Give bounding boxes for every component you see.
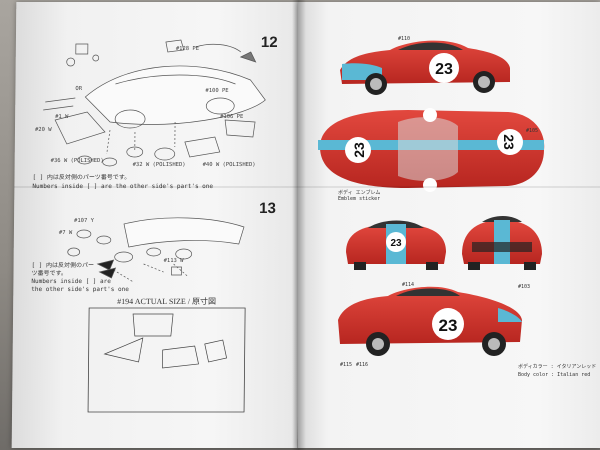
emblem-caption-jp: ボディ エンブレム	[338, 189, 380, 196]
callout-label: #110	[398, 36, 410, 42]
race-number: 23	[351, 142, 367, 158]
exploded-diagram-step-13	[67, 217, 245, 283]
decal-right-page: 23 #110 23 23 #105 ボディ エンブレム Emblem stic…	[298, 2, 600, 448]
livery-views: 23 #110 23 23 #105 ボディ エンブレム Emblem stic…	[318, 36, 596, 378]
page-fold-crease	[14, 186, 600, 188]
instruction-left-page: 12 13 #128 PE	[11, 2, 303, 448]
car-side-view-top: 23	[340, 40, 510, 95]
car-rear-view	[462, 216, 542, 270]
car-side-view-bottom: 23	[338, 286, 522, 356]
race-number: 23	[435, 61, 453, 78]
book-gutter-shadow	[292, 0, 306, 450]
race-number: 23	[390, 238, 402, 249]
race-number: 23	[501, 134, 517, 150]
body-color-jp: ボディカラー : イタリアンレッド	[518, 363, 596, 370]
callout-label: #115	[340, 362, 352, 368]
callout-label: #116	[356, 362, 368, 368]
actual-size-template	[87, 307, 246, 413]
emblem-caption-en: Emblem sticker	[338, 196, 380, 202]
race-number: 23	[439, 316, 458, 335]
exploded-diagram-step-12	[43, 39, 266, 167]
body-color-en: Body color : Italian red	[518, 372, 590, 378]
car-top-view: 23 23	[318, 108, 545, 192]
callout-label: #103	[518, 284, 530, 290]
callout-label: #105	[526, 128, 538, 134]
car-front-view: 23	[346, 220, 446, 270]
callout-label: #114	[402, 282, 414, 288]
